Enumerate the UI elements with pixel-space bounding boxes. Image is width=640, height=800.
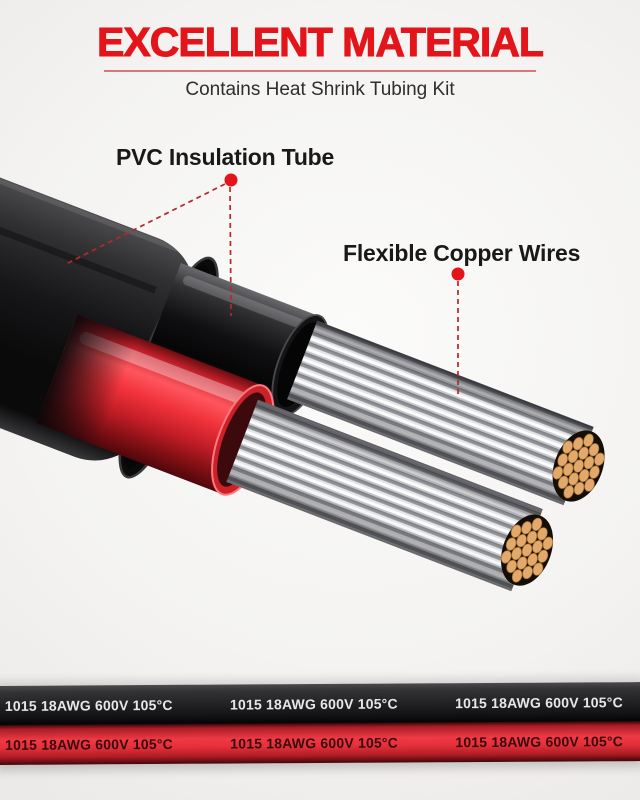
callout-lines <box>63 183 459 397</box>
callout-line-pvc-jacket <box>63 183 226 266</box>
page-title: EXCELLENT MATERIAL <box>97 19 545 65</box>
cable-print-text: 1015 18AWG 600V 105°C <box>4 696 173 714</box>
copper-strands-upper <box>287 320 615 510</box>
callout-dot-pvc <box>224 173 238 187</box>
title-underline <box>104 70 536 72</box>
header: EXCELLENT MATERIAL Contains Heat Shrink … <box>0 0 640 101</box>
black-cable-band: 1015 18AWG 600V 105°C 1015 18AWG 600V 10… <box>0 682 640 726</box>
red-cable-band: 1015 18AWG 600V 105°C 1015 18AWG 600V 10… <box>0 721 640 765</box>
callout-label-copper-wires: Flexible Copper Wires <box>343 240 581 266</box>
cable-print-text: 1015 18AWG 600V 105°C <box>455 694 623 712</box>
cable-print-text: 1015 18AWG 600V 105°C <box>230 734 399 752</box>
copper-strands-lower <box>226 399 564 594</box>
callout-label-pvc-insulation: PVC Insulation Tube <box>116 144 335 170</box>
subtitle: Contains Heat Shrink Tubing Kit <box>185 79 455 100</box>
callout-dot-copper <box>451 267 465 281</box>
cable-print-text: 1015 18AWG 600V 105°C <box>229 695 398 713</box>
callout-line-pvc-inner <box>229 186 232 317</box>
cable-print-text: 1015 18AWG 600V 105°C <box>455 733 624 751</box>
cable-print-text: 1015 18AWG 600V 105°C <box>5 735 173 753</box>
cable-bands: 1015 18AWG 600V 105°C 1015 18AWG 600V 10… <box>0 682 640 765</box>
cable <box>0 67 615 594</box>
